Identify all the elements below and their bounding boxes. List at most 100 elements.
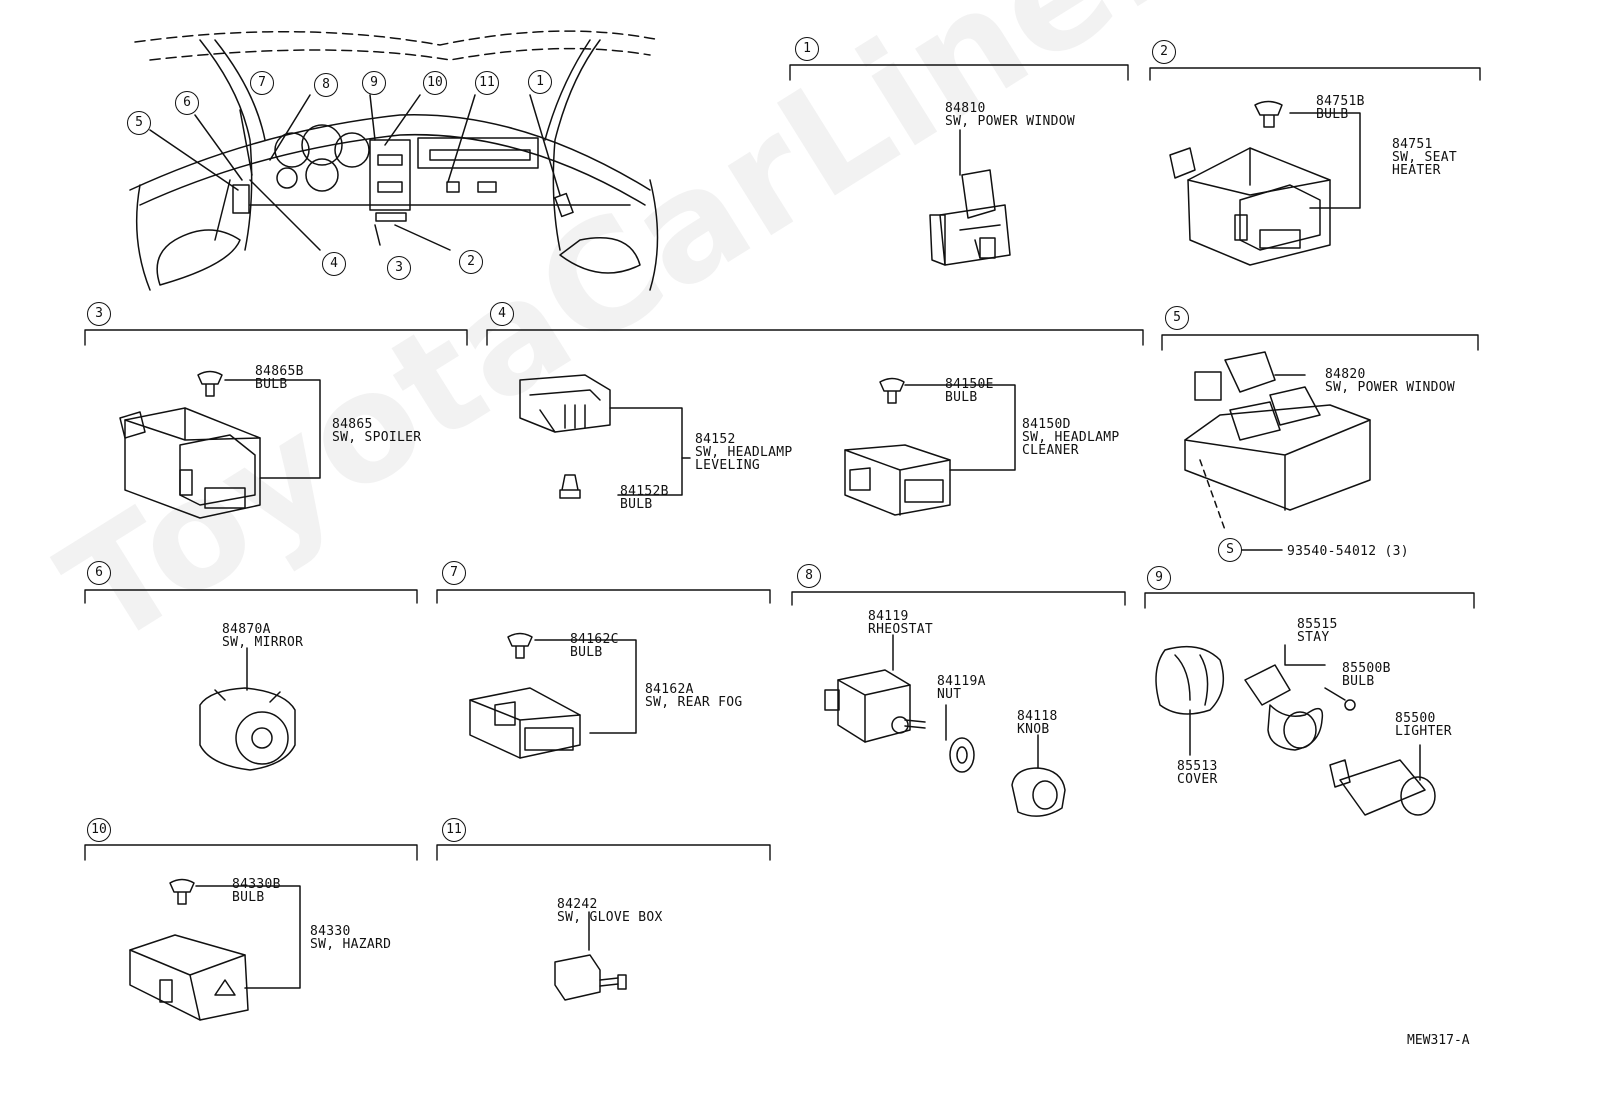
part-label-84119A: 84119A NUT (937, 675, 986, 701)
part-label-84865: 84865 SW, SPOILER (332, 418, 421, 444)
part-description: SW, HEADLAMP (1022, 430, 1120, 445)
headlamp-switches (519, 374, 1016, 516)
part-description: SW, POWER WINDOW (945, 114, 1076, 129)
section-number-11: 11 (442, 818, 466, 842)
part-label-84150D: 84150D SW, HEADLAMP CLEANER (1022, 418, 1120, 457)
part-label-84162A: 84162A SW, REAR FOG (645, 683, 743, 709)
part-number: 93540-54012 (3) (1287, 544, 1409, 559)
part-description: BULB (570, 645, 603, 660)
power-window-switch-1 (929, 129, 1011, 266)
part-number: 84751B (1316, 94, 1365, 109)
section-number-10: 10 (87, 818, 111, 842)
screw-symbol: S (1218, 538, 1242, 562)
part-label-84119: 84119 RHEOSTAT (868, 610, 933, 636)
part-number: 84751 (1392, 137, 1433, 152)
rheostat-assembly (824, 634, 1066, 817)
section-number-9: 9 (1147, 566, 1171, 590)
part-description: SW, HAZARD (310, 937, 392, 952)
overview-callout-10: 10 (423, 71, 447, 95)
part-description: SW, GLOVE BOX (557, 910, 663, 925)
part-number: 84150D (1022, 417, 1071, 432)
part-label-84865B: 84865B BULB (255, 365, 304, 391)
part-number: 85513 (1177, 759, 1218, 774)
section-number-7: 7 (442, 561, 466, 585)
part-number: 85500 (1395, 711, 1436, 726)
part-label-84150E: 84150E BULB (945, 378, 994, 404)
diagram-code: MEW317-A (1407, 1033, 1470, 1048)
section-number-4: 4 (490, 302, 514, 326)
part-number: 84330 (310, 924, 351, 939)
part-description-2: HEATER (1392, 163, 1441, 178)
part-description: RHEOSTAT (868, 622, 934, 637)
section-number-2: 2 (1152, 40, 1176, 64)
hazard-switch (129, 878, 301, 1021)
part-label-84870A: 84870A SW, MIRROR (222, 623, 303, 649)
part-number: 84865 (332, 417, 373, 432)
part-description-2: CLEANER (1022, 443, 1079, 458)
rear-fog-switch (469, 632, 637, 759)
part-description: SW, HEADLAMP (695, 445, 793, 460)
overview-callout-4: 4 (322, 252, 346, 276)
section-number-3: 3 (87, 302, 111, 326)
part-number: 84152B (620, 484, 669, 499)
part-description: STAY (1297, 630, 1330, 645)
part-description: COVER (1177, 772, 1218, 787)
part-description: SW, MIRROR (222, 635, 304, 650)
part-description: SW, SPOILER (332, 430, 422, 445)
dashboard-overview (129, 30, 661, 291)
part-label-84118: 84118 KNOB (1017, 710, 1058, 736)
part-label-84162C: 84162C BULB (570, 633, 619, 659)
section-number-5: 5 (1165, 306, 1189, 330)
part-number: 84119A (937, 674, 986, 689)
part-label-85500B: 85500B BULB (1342, 662, 1391, 688)
part-label-85500: 85500 LIGHTER (1395, 712, 1452, 738)
part-description: BULB (232, 890, 265, 905)
part-label-85515: 85515 STAY (1297, 618, 1338, 644)
part-number: 84118 (1017, 709, 1058, 724)
part-label-84820: 84820 SW, POWER WINDOW (1325, 368, 1455, 394)
part-number: 84820 (1325, 367, 1366, 382)
part-description: BULB (255, 377, 288, 392)
mirror-switch (199, 647, 296, 771)
overview-callout-11: 11 (475, 71, 499, 95)
part-description-2: LEVELING (695, 458, 761, 473)
part-description: KNOB (1017, 722, 1050, 737)
part-number: 84810 (945, 101, 986, 116)
part-description: BULB (1316, 107, 1349, 122)
part-description: LIGHTER (1395, 724, 1452, 739)
section-number-8: 8 (797, 564, 821, 588)
part-description: SW, POWER WINDOW (1325, 380, 1456, 395)
part-label-85513: 85513 COVER (1177, 760, 1218, 786)
part-description: SW, SEAT (1392, 150, 1458, 165)
glove-box-switch (554, 911, 627, 1001)
part-number: 84865B (255, 364, 304, 379)
spoiler-switch (119, 370, 321, 519)
overview-callout-3: 3 (387, 256, 411, 280)
seat-heater-switch (1169, 100, 1361, 266)
part-label-84242: 84242 SW, GLOVE BOX (557, 898, 663, 924)
part-number: 84162C (570, 632, 619, 647)
overview-callout-9: 9 (362, 71, 386, 95)
part-description: BULB (1342, 674, 1375, 689)
part-number: 84119 (868, 609, 909, 624)
part-number: 84152 (695, 432, 736, 447)
part-number: 84242 (557, 897, 598, 912)
part-number: 85500B (1342, 661, 1391, 676)
part-description: BULB (620, 497, 653, 512)
overview-callout-7: 7 (250, 71, 274, 95)
power-window-master-switch (1184, 351, 1371, 551)
cigarette-lighter (1155, 644, 1436, 816)
section-brackets (84, 64, 1481, 861)
part-number: 84162A (645, 682, 694, 697)
section-number-1: 1 (795, 37, 819, 61)
part-description: SW, REAR FOG (645, 695, 743, 710)
part-label-84152B: 84152B BULB (620, 485, 669, 511)
part-number: 84870A (222, 622, 271, 637)
part-description: BULB (945, 390, 978, 405)
part-description: NUT (937, 687, 962, 702)
part-number: 84330B (232, 877, 281, 892)
part-label-84751: 84751 SW, SEAT HEATER (1392, 138, 1457, 177)
overview-callout-8: 8 (314, 73, 338, 97)
part-label-93540-54012: 93540-54012 (3) (1287, 545, 1409, 558)
